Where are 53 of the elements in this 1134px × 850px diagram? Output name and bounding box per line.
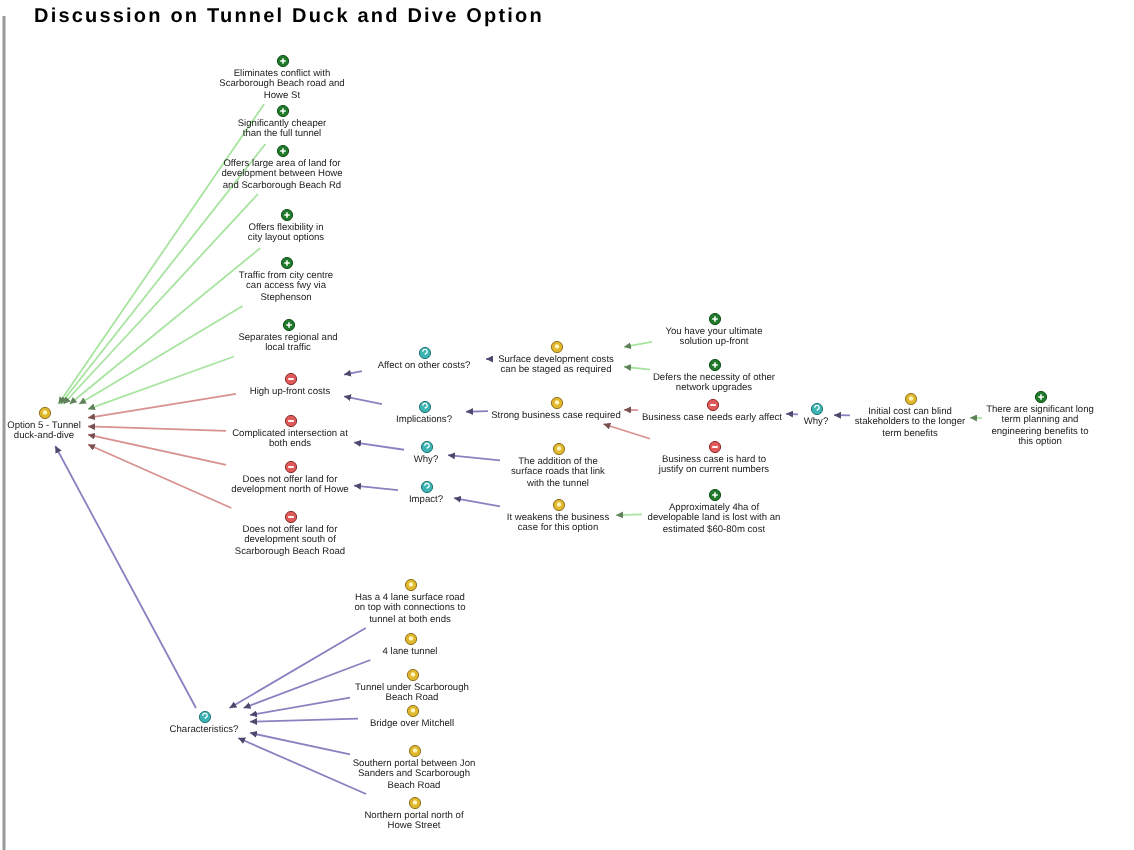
connector (87, 432, 227, 466)
connector (249, 730, 351, 756)
map-node (852, 392, 968, 441)
connector (242, 659, 372, 709)
map-node (352, 668, 472, 706)
connector (87, 423, 227, 432)
connector (353, 439, 405, 451)
connector (465, 408, 489, 415)
map-node (216, 54, 348, 103)
map-node (242, 208, 330, 246)
connector (87, 355, 235, 411)
connector (623, 364, 651, 371)
map-node (236, 318, 340, 356)
map-node (234, 104, 330, 142)
connector (343, 369, 363, 377)
connector (969, 414, 983, 422)
connector (249, 696, 351, 718)
map-node (502, 498, 614, 536)
map-node (652, 358, 776, 396)
connector (623, 406, 639, 414)
map-node (640, 398, 784, 425)
connector (237, 737, 367, 795)
map-node (236, 256, 336, 305)
connector (602, 422, 651, 440)
connector (485, 355, 493, 363)
map-node (984, 390, 1096, 450)
map-node (228, 460, 352, 498)
map-node (228, 414, 352, 452)
connector (353, 482, 399, 491)
connector (54, 445, 197, 709)
connector (343, 394, 383, 406)
connector (62, 193, 259, 405)
connector (785, 410, 799, 418)
map-node (644, 488, 784, 537)
map-node (800, 402, 832, 429)
map-node (352, 744, 476, 793)
connector (68, 247, 262, 405)
connector (447, 452, 501, 462)
connector (249, 717, 359, 725)
connector (615, 511, 643, 519)
diagram-title: Discussion on Tunnel Duck and Dive Option (34, 6, 544, 28)
connector (78, 305, 244, 405)
map-node (2, 406, 86, 444)
connector (87, 443, 233, 509)
connector (228, 627, 367, 709)
connector (87, 392, 237, 421)
connector (623, 341, 653, 350)
map-node (490, 396, 622, 423)
connector (453, 495, 501, 508)
connector (833, 411, 851, 419)
map-node (352, 578, 468, 627)
map-node (364, 796, 464, 834)
map-node (216, 144, 348, 193)
